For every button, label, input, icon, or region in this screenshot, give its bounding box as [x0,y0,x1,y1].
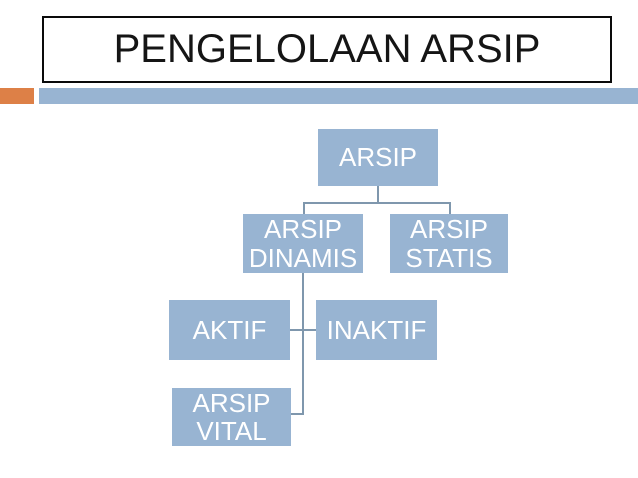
node-arsip-vital-line2: VITAL [196,416,267,446]
connector-statis-stub [449,202,451,214]
node-arsip-dinamis: ARSIP DINAMIS [243,214,363,273]
slide-title: PENGELOLAAN ARSIP [113,27,541,71]
node-arsip-dinamis-line2: DINAMIS [248,242,358,273]
node-arsip-vital: ARSIP VITAL [172,388,291,446]
accent-bar-orange [0,88,34,104]
connector-aktif-inaktif [290,329,316,331]
connector-arsip-down [377,186,379,203]
connector-dinamis-descender [302,273,304,415]
node-arsip: ARSIP [318,129,438,186]
node-arsip-statis-line2: STATIS [405,242,493,273]
connector-row2-horizontal [303,202,451,204]
node-arsip-dinamis-line1: ARSIP [263,214,343,245]
connector-dinamis-stub [303,202,305,214]
node-arsip-statis-line1: ARSIP [409,214,489,245]
slide-title-box: PENGELOLAAN ARSIP [42,16,612,83]
node-arsip-statis: ARSIP STATIS [390,214,508,273]
accent-bar-blue [39,88,638,104]
node-aktif-label: AKTIF [192,314,267,345]
node-inaktif: INAKTIF [316,300,437,360]
connector-vital-elbow [291,413,304,415]
node-inaktif-label: INAKTIF [326,314,427,345]
node-arsip-vital-line1: ARSIP [192,387,271,418]
node-aktif: AKTIF [169,300,290,360]
node-arsip-label: ARSIP [338,142,418,173]
